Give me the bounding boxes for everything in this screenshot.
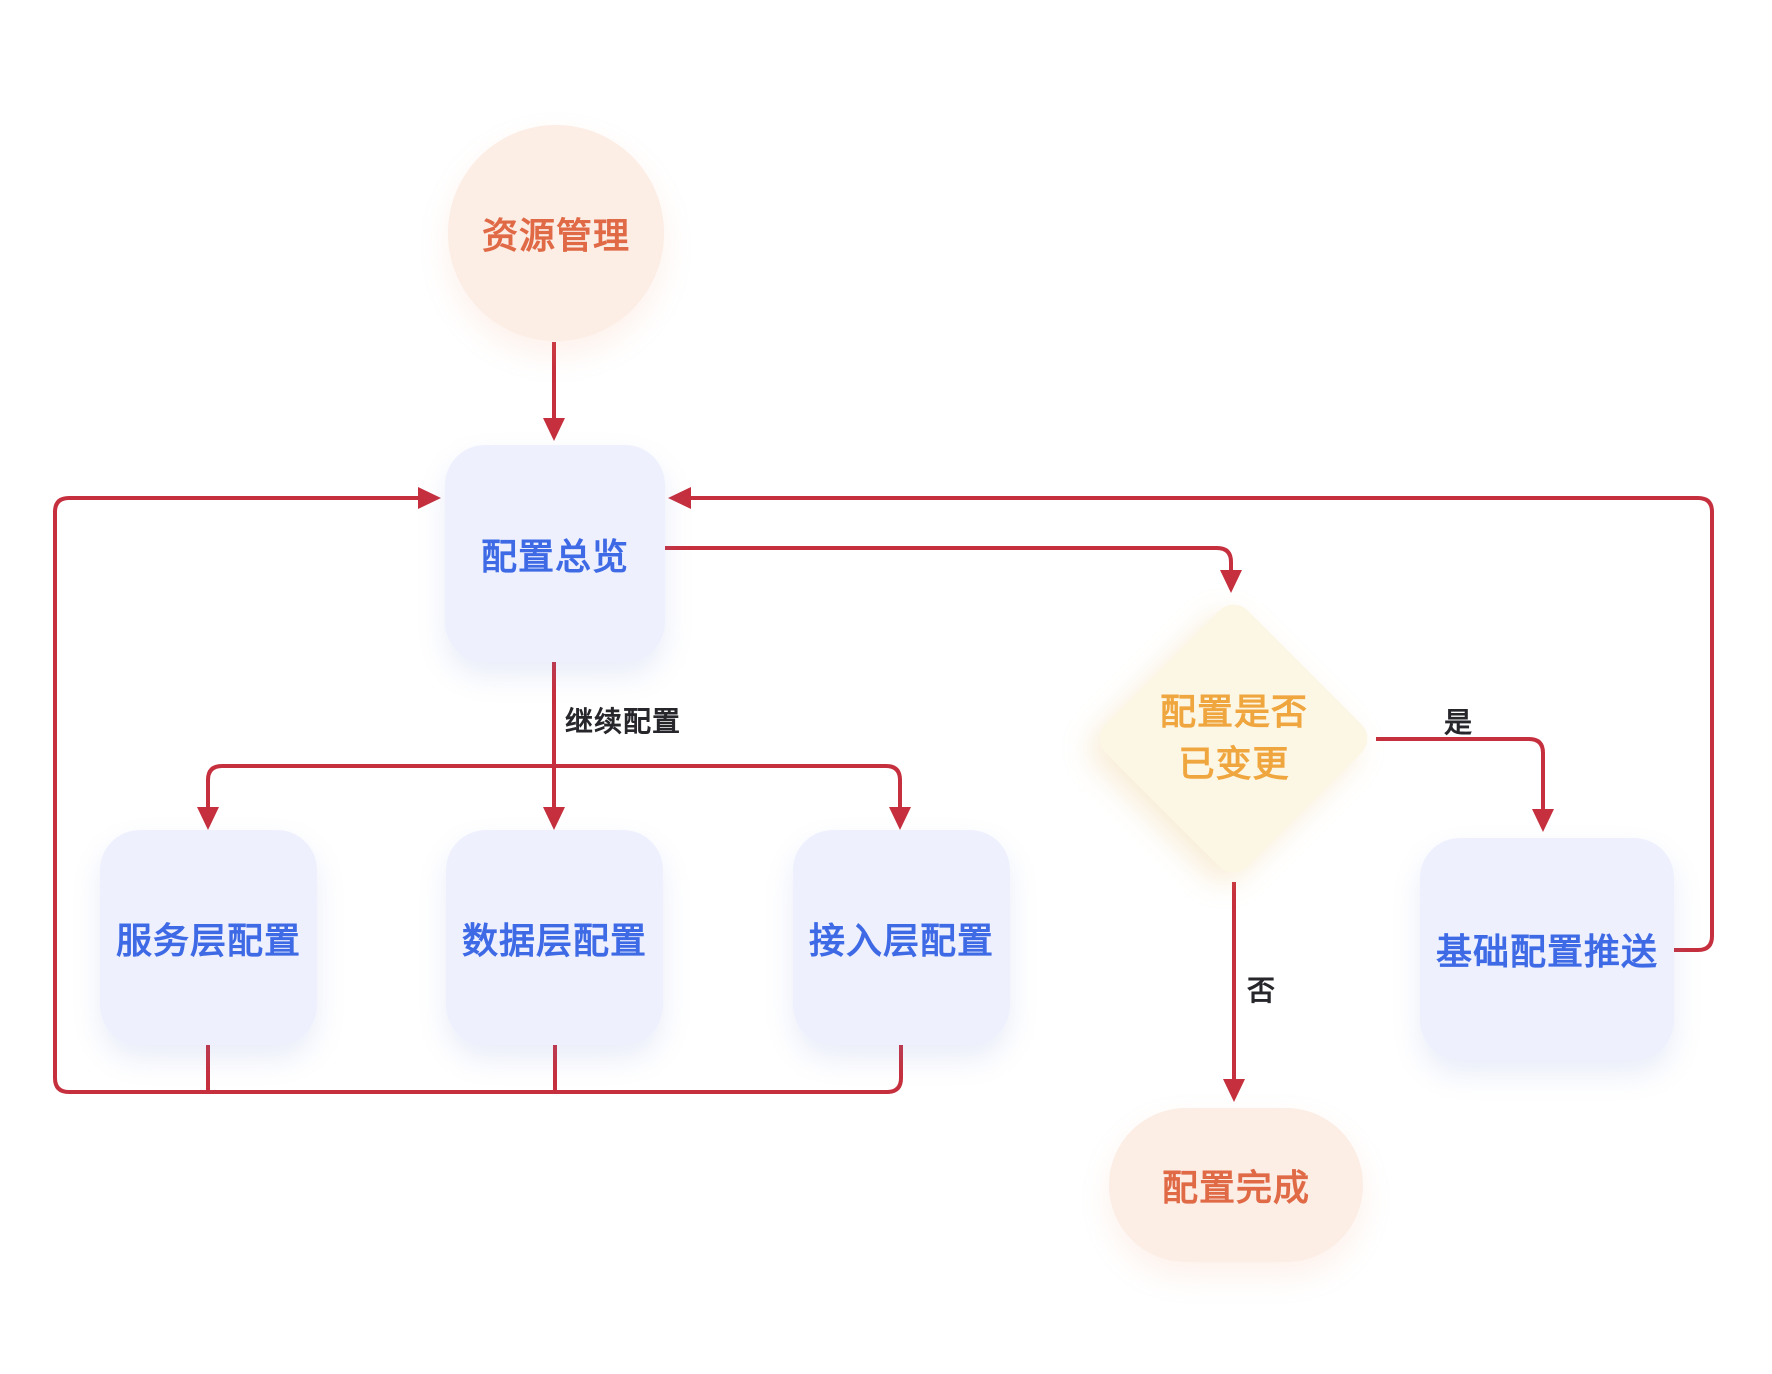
arrowhead-into-data [543,807,565,830]
connector-decision-to-push [1376,737,1545,809]
connector-push-to-overview [691,496,1714,952]
node-label: 数据层配置 [461,919,647,961]
arrowhead-into-decision [1220,570,1242,593]
node-label: 资源管理 [481,215,630,256]
edge-label-yes: 是 [1444,707,1474,738]
node-start-resource-management: 资源管理 [448,125,664,341]
node-config-complete: 配置完成 [1109,1108,1363,1262]
node-base-config-push: 基础配置推送 [1420,838,1674,1060]
node-label: 配置总览 [480,535,629,577]
connector-overview-to-service [206,764,554,807]
connector-rail-to-overview [53,496,903,1094]
edge-label-no: 否 [1247,975,1277,1006]
arrowhead-into-service [197,807,219,830]
node-service-layer-config: 服务层配置 [100,830,317,1045]
decision-label-line2: 已变更 [1178,743,1290,784]
arrowhead-into-push [1532,809,1554,832]
node-label: 接入层配置 [808,919,994,961]
node-label: 服务层配置 [115,919,301,961]
arrowhead-into-access [889,807,911,830]
arrowhead-into-overview-right [668,487,691,509]
decision-label-line1: 配置是否 [1159,691,1308,732]
connector-overview-to-decision [665,546,1233,570]
node-label: 基础配置推送 [1435,931,1658,972]
node-label: 配置完成 [1161,1167,1310,1208]
arrowhead-into-overview-top [543,418,565,441]
decision-label: 配置是否 已变更 [1094,686,1374,790]
connector-overview-to-access [554,764,902,807]
edge-label-continue-config: 继续配置 [565,706,682,737]
arrowhead-into-done [1223,1079,1245,1102]
node-config-overview: 配置总览 [445,445,665,662]
node-data-layer-config: 数据层配置 [446,830,663,1045]
arrowhead-into-overview-left [418,487,441,509]
node-access-layer-config: 接入层配置 [793,830,1010,1045]
